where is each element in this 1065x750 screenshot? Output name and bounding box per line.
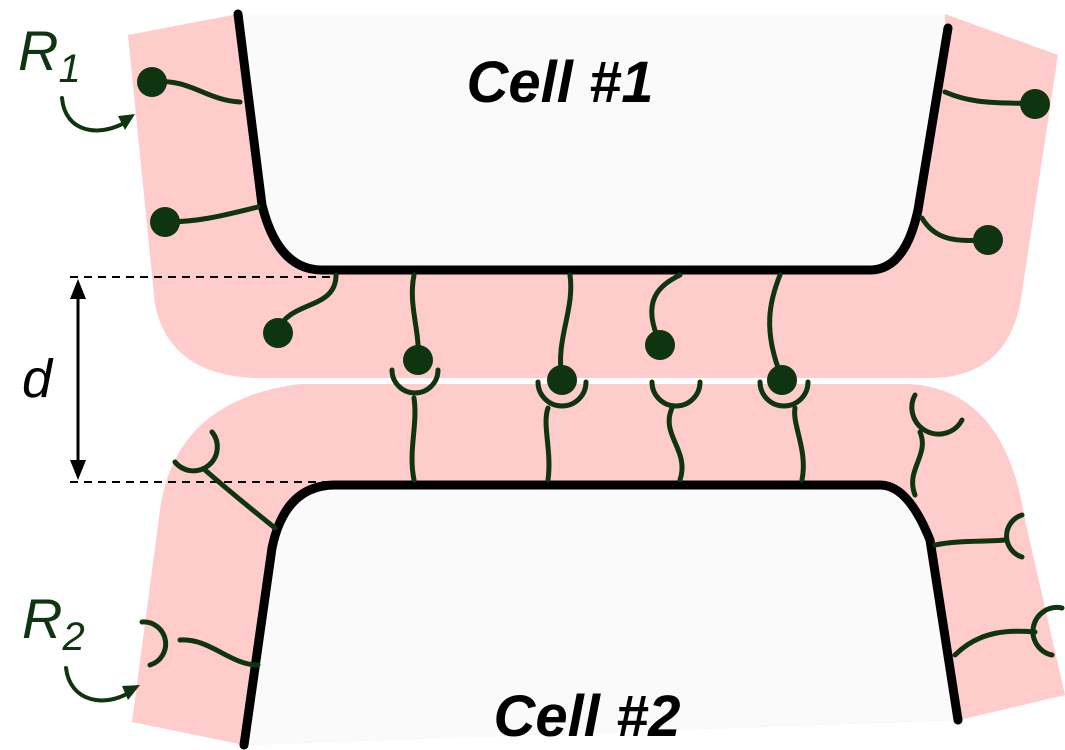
receptor1-arrow-head [118,114,135,130]
cell1-title: Cell #1 [467,50,654,115]
receptor-r1-ball [645,330,675,360]
svg-text:R2: R2 [22,587,85,659]
receptor2-subscript: 2 [61,615,84,659]
receptor2-letter: R [22,587,62,650]
gap-label: d [22,349,54,409]
receptor1-label: R1 [18,19,135,130]
receptor-r1-ball [1020,89,1050,119]
svg-text:R1: R1 [18,19,81,91]
gap-arrow-up-head [70,279,86,299]
receptor-r1-ball [403,345,433,375]
cell2-title: Cell #2 [494,684,681,749]
receptor-r2-stalk [546,408,549,480]
gap-arrow-down-head [70,460,86,480]
receptor1-subscript: 1 [58,47,80,91]
receptor-r1-ball [137,67,167,97]
receptor-r2-stalk [412,398,415,480]
receptor2-label: R2 [22,587,140,700]
receptor-r1-ball [547,365,577,395]
receptor-r1-ball [263,318,293,348]
receptor-r1-ball [973,225,1003,255]
receptor2-pointer-arrow [66,668,130,700]
receptor-r1-ball [150,207,180,237]
receptor1-pointer-arrow [62,98,126,130]
receptor-r1-ball [767,365,797,395]
receptor1-letter: R [18,19,58,82]
